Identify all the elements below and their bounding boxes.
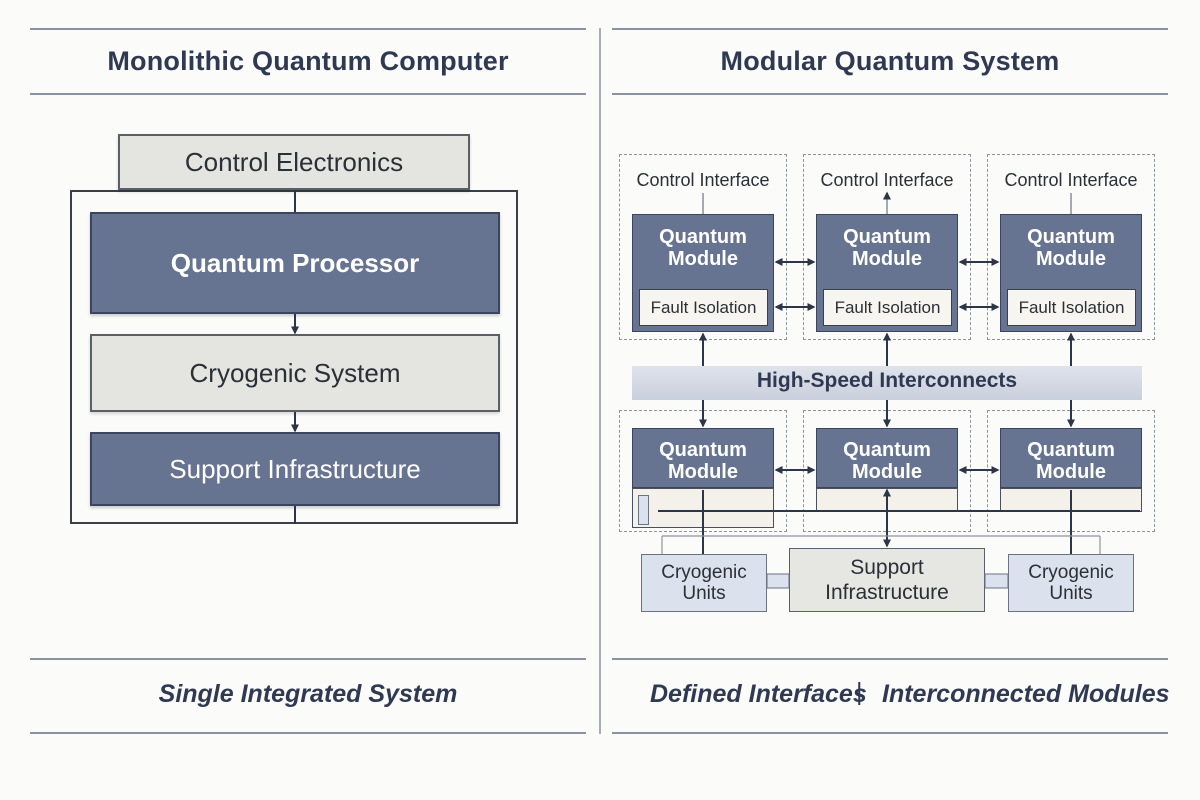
quantum-module-bottom-1 [632, 428, 774, 488]
quantum-module-bottom-1-label: Quantum Module [659, 439, 747, 483]
quantum-processor-block: Quantum Processor [90, 212, 500, 314]
left-panel-title: Monolithic Quantum Computer [107, 46, 509, 76]
control-interface-label-2: Control Interface [820, 170, 954, 190]
control-interface-label-3: Control Interface [1004, 170, 1138, 190]
fault-isolation-3: Fault Isolation [1007, 289, 1136, 326]
right-panel-title: Modular Quantum System [720, 46, 1060, 76]
footer-separator: | [856, 678, 863, 706]
fault-isolation-2: Fault Isolation [823, 289, 952, 326]
left-footer-caption: Single Integrated System [158, 680, 458, 708]
control-electronics-block: Control Electronics [118, 134, 470, 190]
quantum-module-top-3-label: Quantum Module [1027, 226, 1115, 270]
left-footer-bottom-rule [30, 732, 586, 734]
support-infrastructure-block: Support Infrastructure [90, 432, 500, 506]
quantum-module-bottom-2-label: Quantum Module [843, 439, 931, 483]
panel-divider [599, 28, 601, 734]
cryogenic-units-right: Cryogenic Units [1008, 554, 1134, 612]
quantum-module-bottom-2 [816, 428, 958, 488]
right-footer-bottom-rule [612, 732, 1168, 734]
quantum-module-bottom-3-label: Quantum Module [1027, 439, 1115, 483]
quantum-module-top-1-label: Quantum Module [659, 226, 747, 270]
control-interface-label-1: Control Interface [636, 170, 770, 190]
footer-interconnected-modules: Interconnected Modules [882, 680, 1170, 708]
right-footer-top-rule [612, 658, 1168, 660]
module-port [638, 495, 649, 525]
quantum-module-top-2-label: Quantum Module [843, 226, 931, 270]
interconnect-band [632, 366, 1142, 400]
cryogenic-system-block: Cryogenic System [90, 334, 500, 412]
fault-isolation-1: Fault Isolation [639, 289, 768, 326]
left-top-rule [30, 28, 586, 30]
interconnect-label: High-Speed Interconnects [756, 369, 1018, 392]
left-title-rule [30, 93, 586, 95]
right-title-rule [612, 93, 1168, 95]
right-top-rule [612, 28, 1168, 30]
support-infrastructure-modular: Support Infrastructure [789, 548, 985, 612]
cryogenic-units-left: Cryogenic Units [641, 554, 767, 612]
left-footer-top-rule [30, 658, 586, 660]
footer-defined-interfaces: Defined Interfaces [650, 680, 867, 708]
quantum-module-bottom-3 [1000, 428, 1142, 488]
